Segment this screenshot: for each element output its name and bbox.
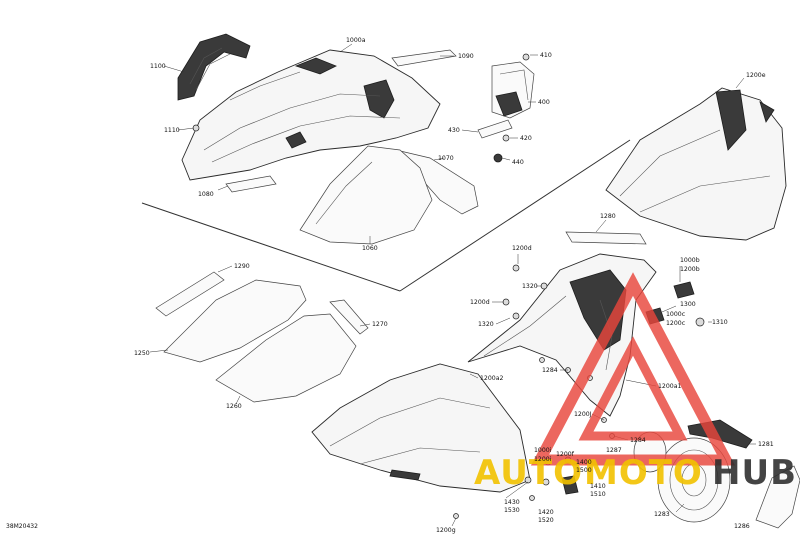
label-1284-lower: 1284 [630,437,646,444]
hardware-440 [493,153,503,163]
label-1500: 1500 [576,467,592,474]
label-1250: 1250 [134,350,150,357]
label-1000c: 1000c [666,311,686,318]
label-1290: 1290 [234,263,250,270]
label-1430: 1430 [504,499,520,506]
label-1310: 1310 [712,319,728,326]
label-1286: 1286 [734,523,750,530]
label-1200d-upper: 1200d [512,245,532,252]
part-1200a2-lower-panel [311,363,531,493]
label-1320-upper: 1320 [522,283,538,290]
label-1400: 1400 [576,459,592,466]
hardware-420 [502,134,510,142]
part-1290-pad [155,271,225,317]
label-430: 430 [448,127,460,134]
label-1200j: 1200J [574,411,592,418]
diagram-code: 38M20432 [6,523,38,530]
watermark-text-hub: HUB [712,453,797,493]
part-1060-panel [299,145,433,245]
label-1410: 1410 [590,483,606,490]
label-1320-lower: 1320 [478,321,494,328]
label-1200a2: 1200a2 [480,375,504,382]
label-1200e: 1200e [746,72,766,79]
label-440: 440 [512,159,524,166]
watermark-text-auto: AUTO [474,453,583,493]
part-1280-strip [565,231,647,245]
label-1060: 1060 [362,245,378,252]
label-420: 420 [520,135,532,142]
section-divider-diagonal [399,139,631,292]
label-1070: 1070 [438,155,454,162]
label-1110: 1110 [164,127,180,134]
label-1520: 1520 [538,517,554,524]
label-410: 410 [540,52,552,59]
label-1000i: 1000i [534,447,552,454]
label-1510: 1510 [590,491,606,498]
label-1283: 1283 [654,511,670,518]
watermark-logo: AUTO MOTO HUB [474,272,797,493]
part-1286-bracket [755,465,800,529]
label-1200d-lower: 1200d [470,299,490,306]
label-1260: 1260 [226,403,242,410]
label-1080: 1080 [198,191,214,198]
part-1200a1-side-panel [467,253,657,417]
label-1287: 1287 [606,447,622,454]
label-1270: 1270 [372,321,388,328]
label-1200f: 1200f [556,451,575,458]
label-400: 400 [538,99,550,106]
label-1100: 1100 [150,63,166,70]
section-divider-upper [141,202,401,292]
label-1530: 1530 [504,507,520,514]
part-1260-panel [215,313,357,403]
label-1284-upper: 1284 [542,367,558,374]
part-labels: 1100 1110 1000a 1090 410 400 430 420 440… [134,37,774,534]
label-1000b: 1000b [680,257,700,264]
watermark-triangle-outer [530,272,736,466]
label-1420: 1420 [538,509,554,516]
label-1090: 1090 [458,53,474,60]
part-400-bracket [491,61,535,119]
watermark-triangle-inner [578,336,688,441]
label-1281: 1281 [758,441,774,448]
part-1090-strip [391,49,457,67]
label-1280: 1280 [600,213,616,220]
part-1270-strip [329,299,369,335]
label-1200a1: 1200a1 [658,383,682,390]
part-1080-strip [225,175,277,193]
part-1250-panel [163,279,307,363]
label-1300: 1300 [680,301,696,308]
part-1200e-upper-panel [605,87,787,241]
part-1100-bracket [177,33,251,101]
label-1200b: 1200b [680,266,700,273]
label-1200g: 1200g [436,527,456,534]
label-1200i: 1200i [534,456,552,463]
hardware-410 [522,53,530,61]
part-430-plate [477,119,513,139]
label-1000a: 1000a [346,37,366,44]
part-1000a-front-panel [181,49,441,181]
watermark-text-moto: MOTO [584,453,703,493]
label-1200c: 1200c [666,320,686,327]
